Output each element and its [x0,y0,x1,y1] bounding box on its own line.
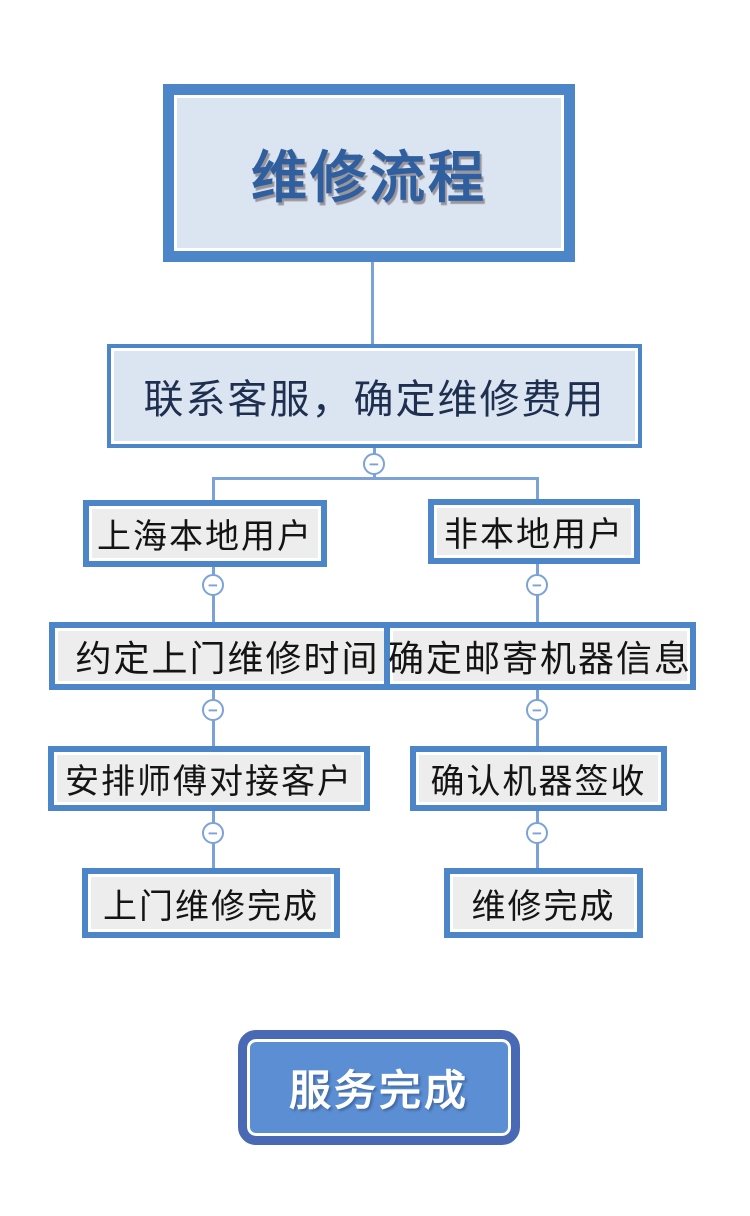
collapse-toggle-remote-3[interactable]: − [526,822,548,844]
connector-line [373,474,376,479]
connector-line [212,567,215,575]
local-done-node: 上门维修完成 [82,868,340,938]
minus-icon: − [369,454,379,474]
connector-line [536,564,539,575]
connector-line [212,595,215,622]
connector-line [373,448,376,454]
minus-icon: − [208,823,218,843]
connector-line [212,843,215,868]
minus-icon: − [532,823,542,843]
local-user-node: 上海本地用户 [83,500,327,567]
service-done-label: 服务完成 [288,1067,469,1114]
minus-icon: − [208,575,218,595]
collapse-toggle-remote-2[interactable]: − [526,699,548,721]
remote-sign-node: 确认机器签收 [410,746,667,811]
collapse-toggle-local-2[interactable]: − [202,699,224,721]
contact-step-node: 联系客服，确定维修费用 [107,344,642,448]
minus-icon: − [208,700,218,720]
remote-done-node: 维修完成 [444,868,643,938]
connector-line [212,690,215,700]
connector-line [536,690,539,700]
connector-line [212,477,539,480]
connector-line [212,811,215,823]
local-assign-node: 安排师傅对接客户 [48,746,370,811]
minus-icon: − [532,575,542,595]
collapse-toggle-remote-1[interactable]: − [526,574,548,596]
minus-icon: − [532,700,542,720]
collapse-toggle-local-1[interactable]: − [202,574,224,596]
connector-line [536,595,539,622]
remote-mail-info-node: 确定邮寄机器信息 [384,622,696,690]
connector-line [212,720,215,746]
connector-line [371,262,374,344]
connector-line [536,720,539,746]
title-node: 维修流程 [163,84,575,262]
collapse-toggle-root[interactable]: − [363,453,385,475]
local-schedule-node: 约定上门维修时间 [49,622,406,690]
connector-line [536,811,539,823]
connector-line [536,843,539,868]
remote-user-node: 非本地用户 [428,499,640,564]
collapse-toggle-local-3[interactable]: − [202,822,224,844]
connector-line [212,477,215,500]
service-done-button: 服务完成 [238,1030,520,1145]
connector-line [536,477,539,499]
